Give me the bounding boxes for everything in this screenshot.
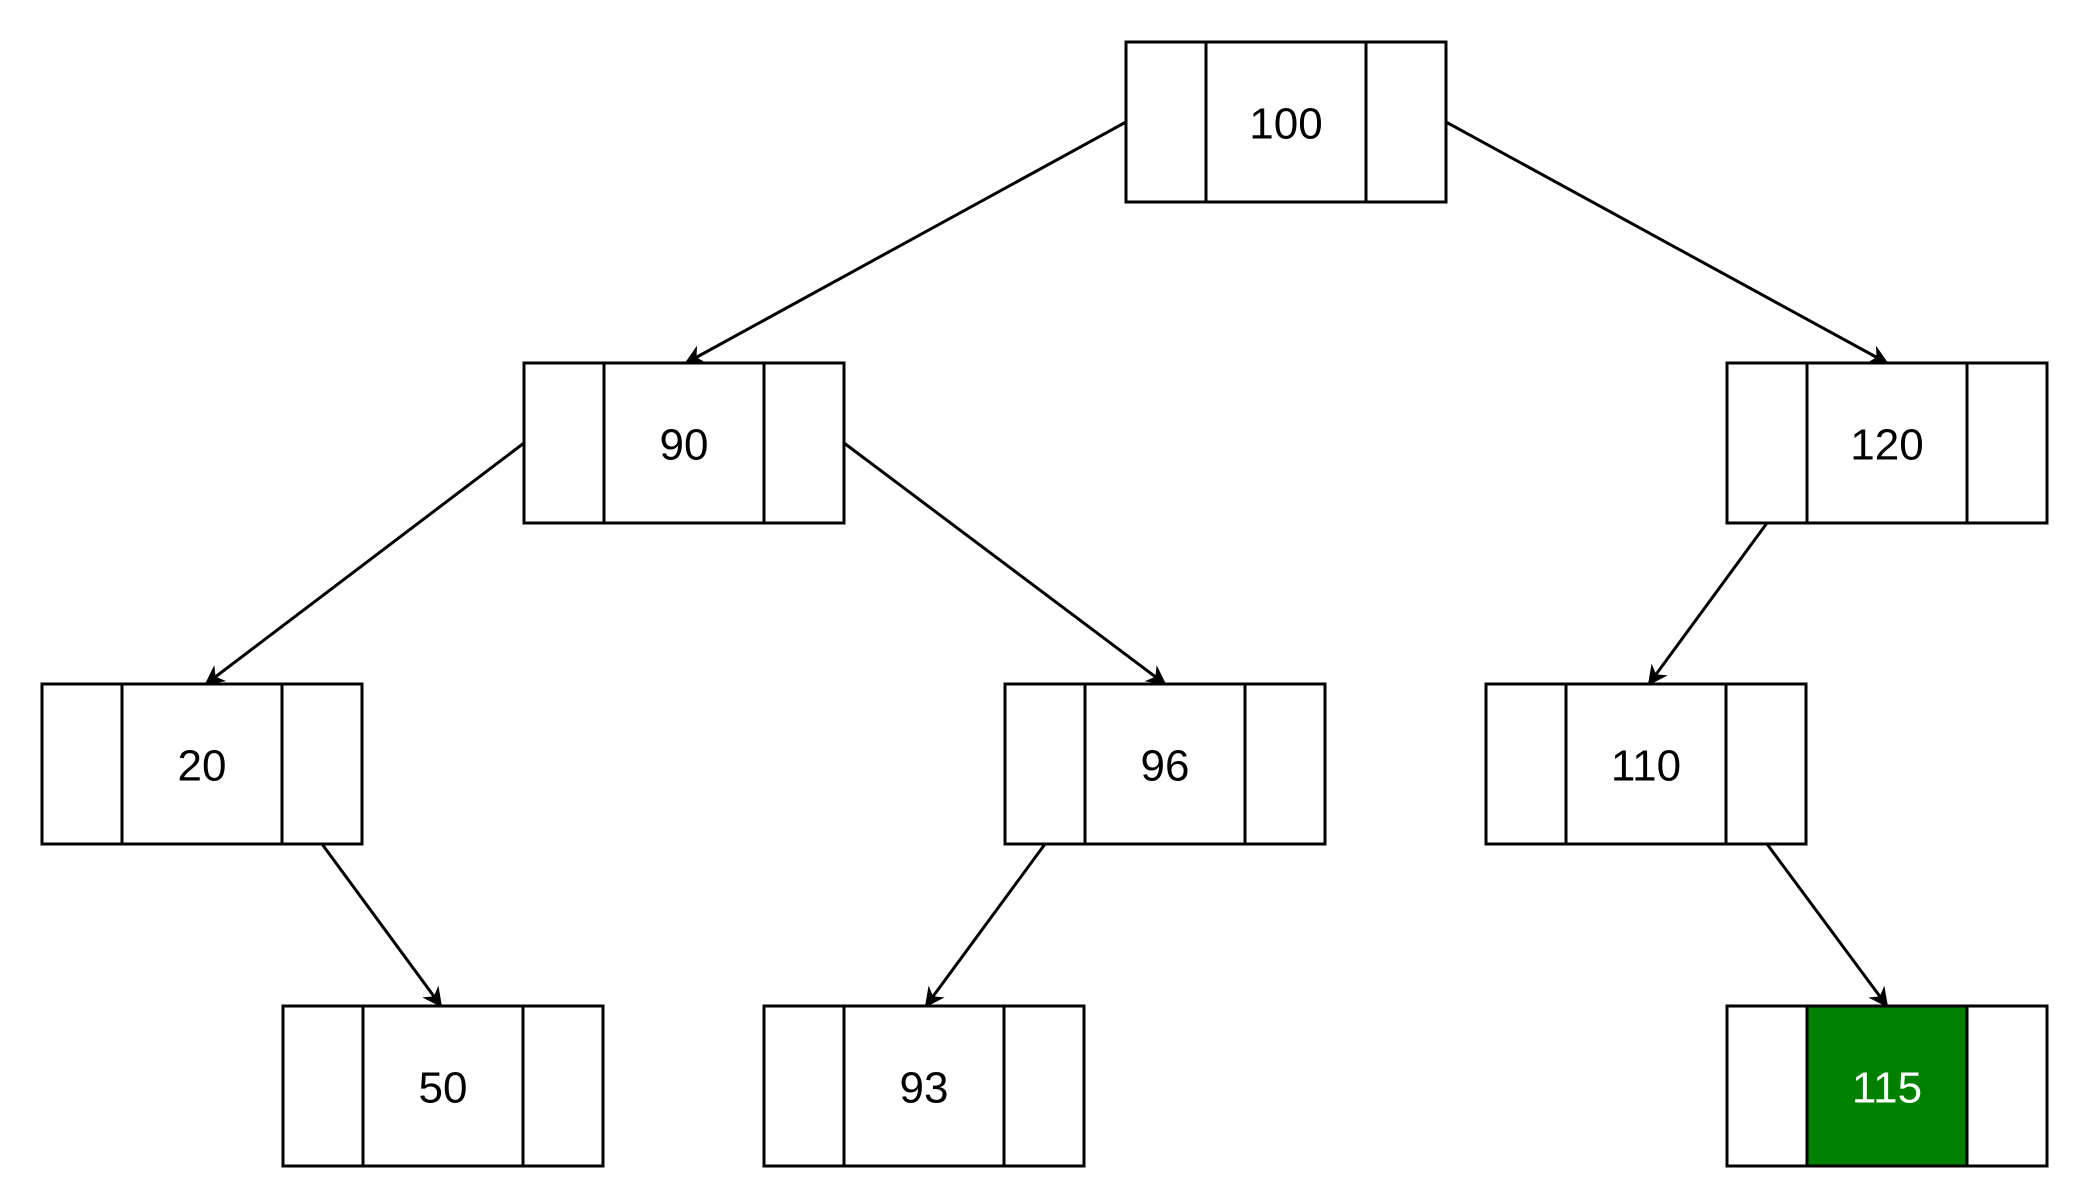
- node-value-label: 115: [1852, 1064, 1922, 1113]
- tree-node-93: 93: [762, 1004, 1086, 1168]
- node-value-label: 110: [1611, 742, 1681, 791]
- edge-n90-to-n96: [843, 441, 1167, 686]
- tree-node-100: 100: [1124, 40, 1448, 204]
- node-box: [1124, 40, 1448, 204]
- node-value-label: 50: [419, 1064, 468, 1113]
- tree-node-90: 90: [522, 361, 846, 525]
- edge-n110-to-n115: [1765, 843, 1889, 1008]
- node-box: [40, 682, 364, 846]
- node-value-label: 100: [1249, 100, 1322, 149]
- node-value-label: 96: [1141, 742, 1190, 791]
- edge-n100-to-n90: [684, 120, 1127, 365]
- edge-n100-to-n120: [1445, 120, 1889, 365]
- node-value-label: 20: [178, 742, 227, 791]
- tree-node-120: 120: [1725, 361, 2049, 525]
- tree-node-50: 50: [281, 1004, 605, 1168]
- node-box: [281, 1004, 605, 1168]
- node-box: [1484, 682, 1808, 846]
- edge-n20-to-n50: [320, 843, 443, 1008]
- node-value-label: 90: [660, 421, 709, 470]
- edges: [204, 120, 1889, 1008]
- nodes: 100 90 120 20 96 110 50 93 115: [40, 40, 2049, 1168]
- edge-n120-to-n110: [1647, 522, 1769, 686]
- edge-n90-to-n20: [204, 441, 525, 686]
- node-box: [1725, 361, 2049, 525]
- node-value-label: 120: [1850, 421, 1923, 470]
- tree-node-115: 115: [1725, 1004, 2049, 1168]
- tree-node-96: 96: [1003, 682, 1327, 846]
- node-value-label: 93: [900, 1064, 949, 1113]
- tree-node-110: 110: [1484, 682, 1808, 846]
- node-box: [522, 361, 846, 525]
- node-box: [762, 1004, 1086, 1168]
- node-value-cell-highlight: [1805, 1004, 1969, 1168]
- tree-node-20: 20: [40, 682, 364, 846]
- edge-n96-to-n93: [924, 843, 1047, 1008]
- node-box: [1003, 682, 1327, 846]
